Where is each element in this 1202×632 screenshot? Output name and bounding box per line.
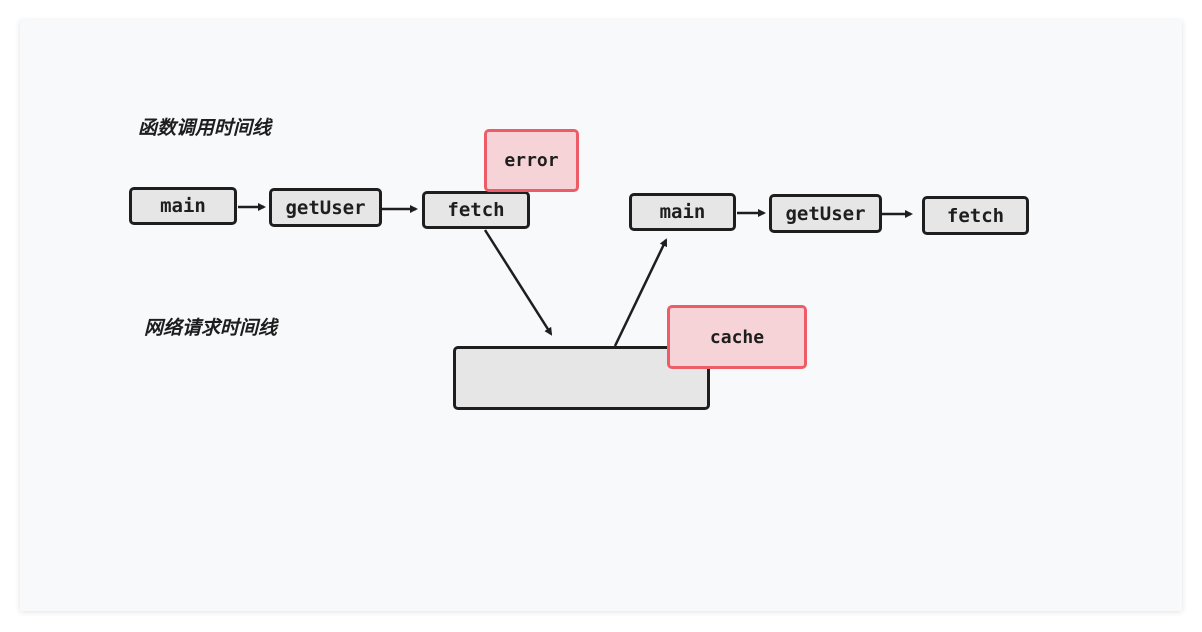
node-main-2[interactable]: main	[629, 193, 736, 231]
node-fetch[interactable]: fetch	[422, 191, 530, 229]
function-timeline-label: 函数调用时间线	[138, 117, 272, 139]
network-timeline-label: 网络请求时间线	[144, 317, 278, 339]
node-main[interactable]: main	[129, 187, 237, 225]
node-getuser[interactable]: getUser	[269, 188, 382, 227]
diagram-canvas	[20, 20, 1182, 611]
node-fetch-2[interactable]: fetch	[922, 196, 1029, 235]
arrow-fetch-to-network	[483, 229, 553, 336]
error-tag[interactable]: error	[484, 129, 579, 192]
cache-tag[interactable]: cache	[667, 305, 807, 369]
arrow-network-to-main	[613, 238, 668, 347]
node-getuser-2[interactable]: getUser	[769, 194, 882, 233]
